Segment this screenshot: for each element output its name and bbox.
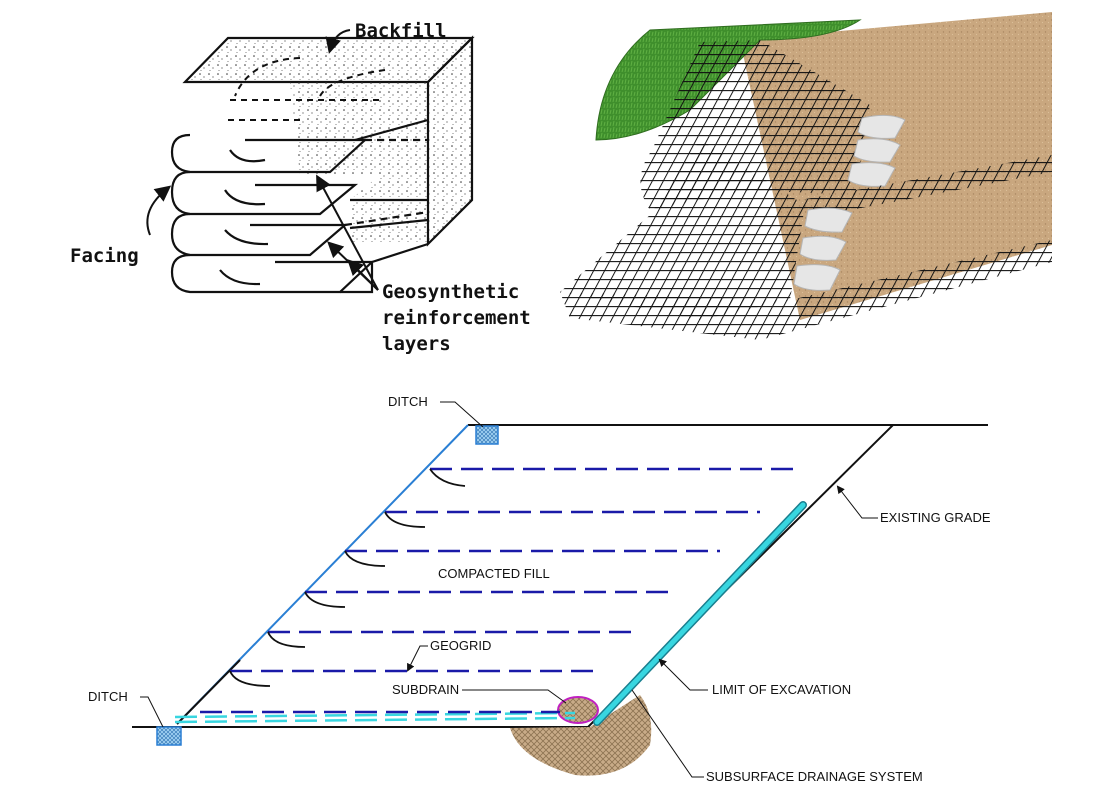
top-ditch [475, 425, 499, 445]
geogrid-layers [200, 467, 800, 714]
compacted-fill-label: COMPACTED FILL [438, 566, 550, 581]
upper-tier-bags [847, 114, 906, 187]
slope-cross-section: DITCH DITCH EXISTING GRADE COMPACTED FIL… [88, 394, 991, 784]
hidden-layer-lines [228, 57, 386, 121]
reinforcement-label-line3: layers [382, 333, 451, 355]
wrapped-facing-sketch: Backfill Facing Geosynthetic reinforceme… [70, 20, 531, 355]
geogrid-wall-rendering [560, 12, 1052, 340]
limit-of-excavation-label: LIMIT OF EXCAVATION [712, 682, 851, 697]
subsurface-drainage-label: SUBSURFACE DRAINAGE SYSTEM [706, 769, 923, 784]
drainage-blanket [594, 502, 806, 725]
reinforcement-arrows [316, 174, 379, 291]
subdrain-pipe [557, 696, 599, 724]
reinforcement-label-line2: reinforcement [382, 307, 531, 329]
drainage-aggregate [510, 695, 652, 776]
lower-tier-bags [793, 207, 853, 291]
upper-shelf-mesh [800, 155, 1052, 218]
grass-cap [595, 19, 862, 141]
lower-tier-mesh [560, 140, 805, 320]
backfill-top-face [182, 36, 475, 84]
subdrain-label: SUBDRAIN [392, 682, 459, 697]
backfill-front-face [290, 82, 428, 244]
backfill-label: Backfill [355, 20, 447, 42]
bottom-ditch [156, 726, 182, 746]
base-drain-lines [174, 711, 576, 724]
facing-label: Facing [70, 245, 139, 267]
existing-grade-label: EXISTING GRADE [880, 510, 991, 525]
geogrid-label: GEOGRID [430, 638, 491, 653]
backfill-arrow [325, 29, 351, 54]
base-grid-mesh [560, 240, 1052, 340]
geogrid-wraps [229, 468, 466, 687]
top-ditch-label: DITCH [388, 394, 428, 409]
facing-arrow [146, 185, 172, 236]
bottom-ditch-label: DITCH [88, 689, 128, 704]
reinforcement-label-line1: Geosynthetic [382, 281, 519, 303]
